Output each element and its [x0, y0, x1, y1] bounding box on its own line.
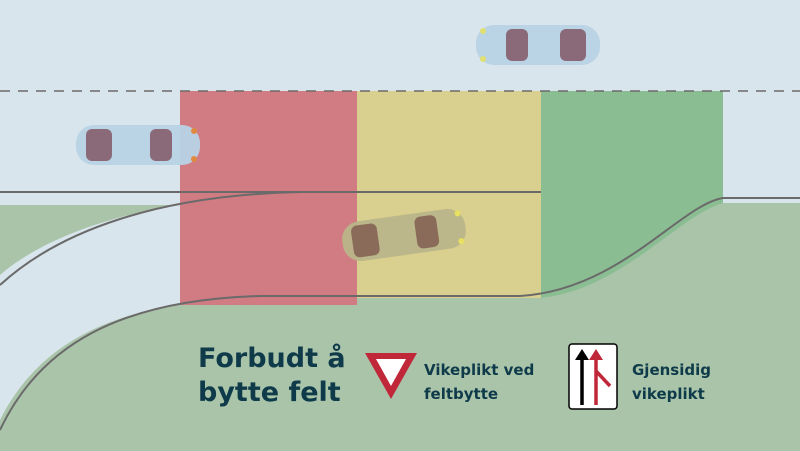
- yield-label-line1: Vikeplikt ved: [424, 361, 535, 379]
- legend-title-line1: Forbudt å: [198, 343, 346, 374]
- road-edge-curve-lower: [0, 197, 800, 431]
- legend-title-line2: bytte felt: [198, 377, 341, 408]
- car-icon: [476, 25, 600, 65]
- yield-label-line2: feltbytte: [424, 385, 499, 403]
- zone-yield: [357, 91, 541, 298]
- legend-title: Forbudt å bytte felt: [198, 342, 346, 410]
- yield-sign-label: Vikeplikt ved feltbytte: [424, 358, 534, 406]
- grass-left: [0, 205, 180, 275]
- road-edge-curve-upper: [0, 191, 541, 286]
- car-icon: [76, 125, 200, 165]
- merging-lanes-sign-icon: [568, 343, 618, 410]
- car-icon: [342, 208, 466, 262]
- zone-forbidden: [180, 91, 357, 305]
- mutual-label-line2: vikeplikt: [632, 385, 705, 403]
- zone-mutual: [541, 91, 723, 298]
- yield-sign-icon: [365, 353, 417, 399]
- mutual-label-line1: Gjensidig: [632, 361, 711, 379]
- mutual-yield-label: Gjensidig vikeplikt: [632, 358, 711, 406]
